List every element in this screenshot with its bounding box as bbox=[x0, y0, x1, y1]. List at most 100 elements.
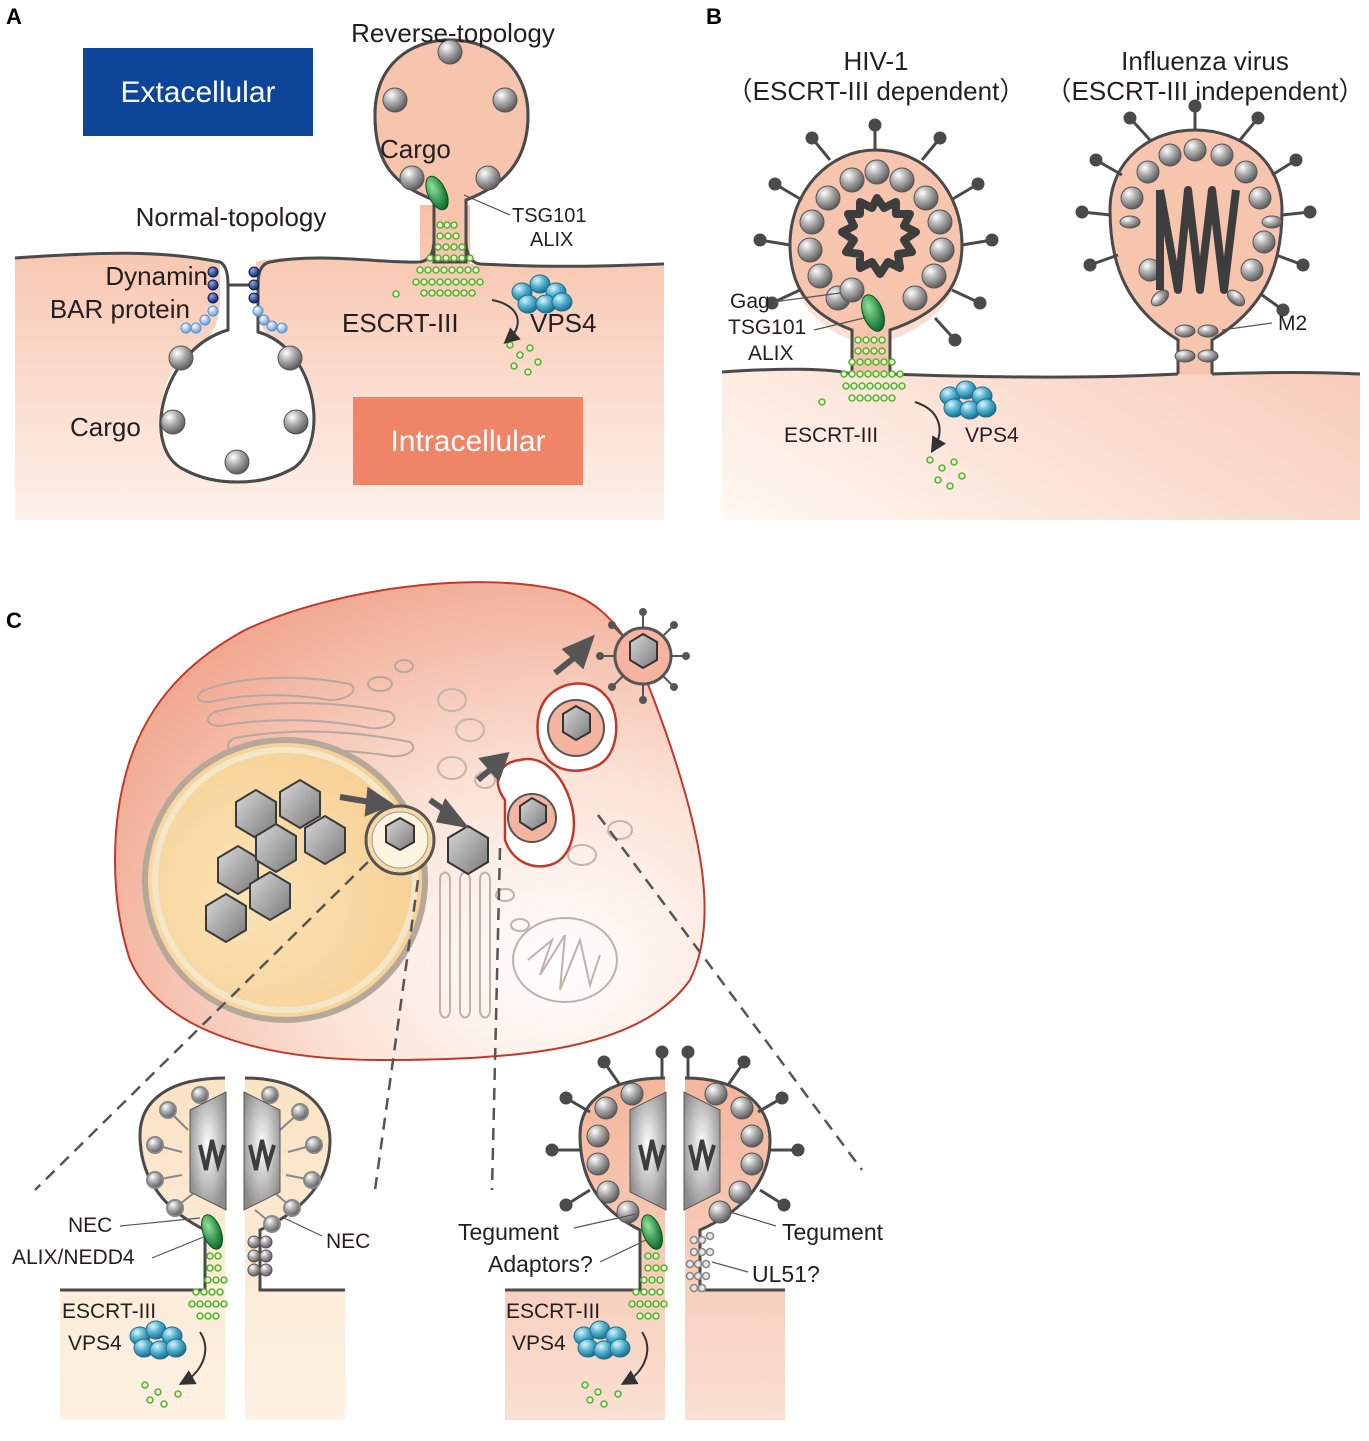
tegument-spheres bbox=[586, 1082, 764, 1224]
intracellular-label: Intracellular bbox=[390, 425, 545, 458]
panel-b: HIV-1 （ESCRT-III dependent） Influenza vi… bbox=[721, 46, 1365, 520]
enveloping-capsid bbox=[519, 796, 547, 832]
vps4-arrow-c-left bbox=[178, 1331, 207, 1385]
vps4-arrow-c-right bbox=[620, 1331, 649, 1385]
tsg101-alix-b bbox=[861, 294, 885, 332]
cargo-spheres-reverse bbox=[382, 39, 518, 191]
hiv-subtitle: （ESCRT-III dependent） bbox=[727, 76, 1026, 106]
gag-label: Gag bbox=[730, 290, 770, 313]
escrt-label-a: ESCRT-III bbox=[342, 308, 459, 338]
tegument-right-label: Tegument bbox=[782, 1219, 884, 1245]
teg-genome-right bbox=[688, 1139, 716, 1173]
bar-protein-label: BAR protein bbox=[50, 294, 190, 324]
alix-nedd4-label: ALIX/NEDD4 bbox=[12, 1246, 135, 1269]
cargo-label-top: Cargo bbox=[380, 134, 451, 164]
influenza-subtitle: （ESCRT-III independent） bbox=[1046, 76, 1365, 106]
reverse-topology-label: Reverse-topology bbox=[351, 18, 555, 48]
vps4-hexamer-b bbox=[939, 380, 997, 420]
released-capsid bbox=[629, 632, 658, 670]
nec-right-leader bbox=[283, 1217, 323, 1237]
hiv-title: HIV-1 bbox=[843, 46, 908, 76]
m2-leader bbox=[1221, 322, 1273, 331]
alix-label-b: ALIX bbox=[748, 342, 794, 365]
alix-nedd4-leader bbox=[151, 1235, 207, 1259]
vps4-label-b: VPS4 bbox=[965, 424, 1019, 447]
perinuclear-capsid bbox=[385, 816, 415, 852]
ul51-label: UL51? bbox=[752, 1261, 820, 1287]
nec-right-label: NEC bbox=[326, 1230, 370, 1253]
panel-letter-b: B bbox=[706, 4, 722, 29]
nuclear-capsids bbox=[205, 778, 346, 944]
tegument-left-label: Tegument bbox=[458, 1219, 560, 1245]
alix-label-a: ALIX bbox=[530, 229, 573, 251]
intracellular-box bbox=[353, 397, 583, 485]
ul51-leader bbox=[711, 1261, 749, 1273]
split-divider-left bbox=[226, 1070, 244, 1430]
panel-a: Extacellular Intracellular Reverse-topol… bbox=[14, 18, 665, 520]
nec-genome-left bbox=[198, 1139, 226, 1173]
tsg101-alix-a bbox=[425, 175, 449, 211]
nec-complexes bbox=[146, 1086, 323, 1233]
vps4-label-c-right: VPS4 bbox=[512, 1332, 566, 1355]
vps4-arrow-b bbox=[914, 401, 947, 454]
normal-topology-label: Normal-topology bbox=[136, 202, 327, 232]
panel-c: NEC ALIX/NEDD4 NEC ESCRT-III VPS4 bbox=[12, 581, 884, 1430]
tegument-right-leader bbox=[729, 1211, 777, 1227]
cargo-label-bottom: Cargo bbox=[70, 412, 141, 442]
influenza-envelope-spikes bbox=[1075, 99, 1317, 317]
cytoplasmic-capsid bbox=[447, 824, 489, 876]
ul51-spheres bbox=[685, 1231, 715, 1293]
normal-bud bbox=[159, 283, 316, 484]
vps4-label-a: VPS4 bbox=[530, 308, 597, 338]
released-virion-spikes bbox=[596, 608, 690, 704]
zoom-lines bbox=[34, 814, 864, 1191]
nec-left-label: NEC bbox=[68, 1214, 112, 1237]
split-divider-right bbox=[666, 1060, 684, 1430]
tsg101-leader-a bbox=[463, 194, 511, 216]
escrt-iii-spiral-a bbox=[392, 221, 542, 376]
dynamin-spheres bbox=[207, 266, 260, 304]
hiv-genome bbox=[838, 194, 920, 278]
escrt-iii-spiral-b bbox=[818, 336, 966, 490]
m2-label: M2 bbox=[1278, 312, 1307, 335]
bar-protein-spheres bbox=[180, 305, 288, 334]
extracellular-box bbox=[83, 48, 313, 136]
golgi-bottom bbox=[439, 871, 530, 1019]
vps4-hexamer-c-left bbox=[129, 1320, 187, 1360]
vps4-hexamer-c-right bbox=[573, 1320, 631, 1360]
influenza-genome bbox=[1156, 186, 1240, 294]
escrt-iii-spiral-c-left bbox=[141, 1252, 228, 1408]
adaptor-protein bbox=[641, 1214, 663, 1250]
nec-genome-right bbox=[248, 1139, 276, 1173]
teg-capsid-right-half bbox=[683, 1091, 721, 1211]
escrt-label-c-right: ESCRT-III bbox=[506, 1300, 600, 1323]
tegument-left-leader bbox=[573, 1213, 637, 1229]
tsg101-label-a: TSG101 bbox=[512, 205, 586, 227]
zoom-nec-panel: NEC ALIX/NEDD4 NEC ESCRT-III VPS4 bbox=[12, 1070, 370, 1430]
panel-letter-c: C bbox=[6, 608, 22, 633]
gag-leader bbox=[772, 292, 841, 303]
cargo-spheres-normal bbox=[160, 345, 309, 475]
alix-nedd4-protein bbox=[201, 1214, 223, 1250]
escrt-label-b: ESCRT-III bbox=[784, 424, 878, 447]
adaptors-label: Adaptors? bbox=[488, 1251, 593, 1277]
hiv-gag-spheres bbox=[797, 159, 955, 311]
tegument-spikes bbox=[545, 1045, 805, 1212]
vps4-arrow-a bbox=[491, 299, 521, 344]
nec-capsid-right-half bbox=[243, 1091, 281, 1211]
extracellular-label: Extacellular bbox=[120, 76, 275, 109]
tsg101-label-b: TSG101 bbox=[728, 316, 806, 339]
teg-genome-left bbox=[638, 1139, 666, 1173]
escrt-iii-spiral-c-right bbox=[581, 1252, 668, 1408]
dynamin-label: Dynamin bbox=[105, 261, 208, 291]
tsg101-leader-b bbox=[813, 317, 865, 331]
hiv-envelope-spikes bbox=[753, 118, 999, 347]
nec-neck-gray-spheres bbox=[247, 1235, 273, 1277]
nec-left-cytoplasm bbox=[60, 1078, 225, 1420]
cytoplasmic-vesicles bbox=[437, 688, 633, 866]
adaptors-leader bbox=[599, 1239, 647, 1263]
influenza-title: Influenza virus bbox=[1121, 46, 1289, 76]
vps4-label-c-left: VPS4 bbox=[68, 1332, 122, 1355]
nec-left-leader bbox=[119, 1217, 201, 1227]
